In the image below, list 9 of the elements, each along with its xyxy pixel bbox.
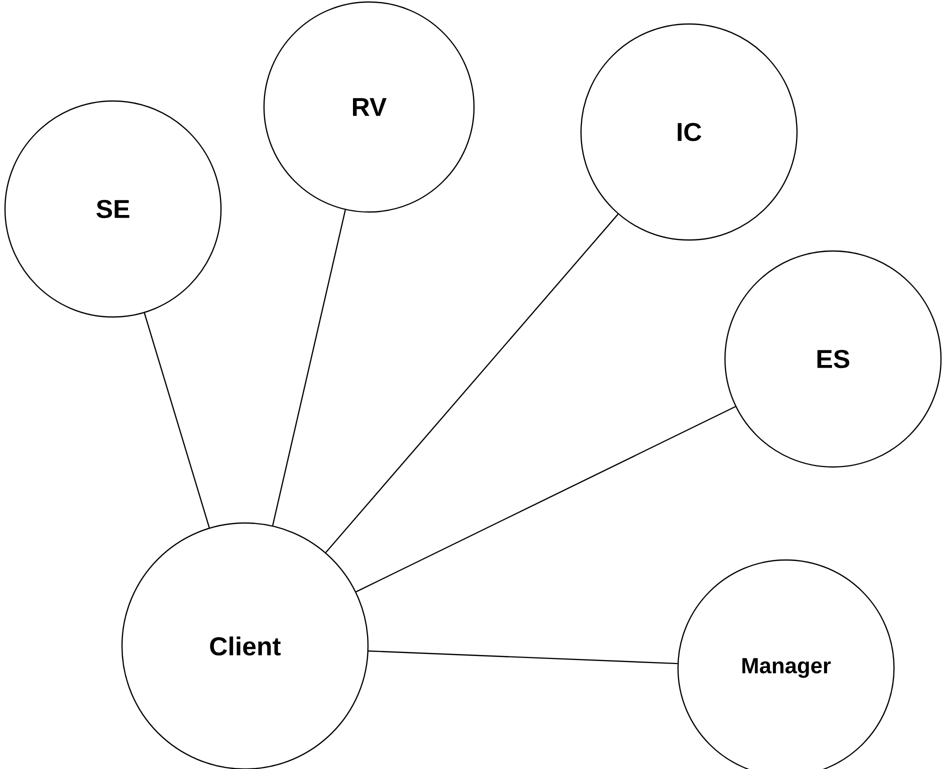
connector-line xyxy=(356,406,736,592)
connector-line xyxy=(272,210,346,526)
connector-line xyxy=(144,312,210,528)
circle-node: RV xyxy=(263,1,475,213)
circle-node: IC xyxy=(580,23,798,241)
circle-node: ES xyxy=(724,250,942,468)
connector-line xyxy=(368,650,678,664)
connector-line xyxy=(325,214,618,553)
circle-node: SE xyxy=(4,100,222,318)
